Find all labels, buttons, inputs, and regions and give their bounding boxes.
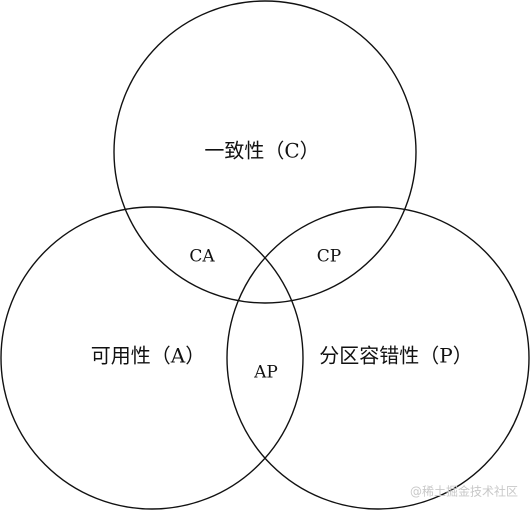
ca-label: CA — [189, 247, 215, 267]
consistency-circle — [113, 0, 417, 304]
ap-label: AP — [253, 363, 278, 383]
watermark-text: @稀土掘金技术社区 — [410, 484, 518, 499]
consistency-label: 一致性（C） — [204, 139, 319, 163]
availability-circle — [0, 206, 304, 510]
partition-circle — [226, 206, 530, 510]
availability-label: 可用性（A） — [91, 344, 205, 368]
cp-label: CP — [317, 247, 341, 267]
partition-tolerance-label: 分区容错性（P） — [319, 344, 472, 368]
